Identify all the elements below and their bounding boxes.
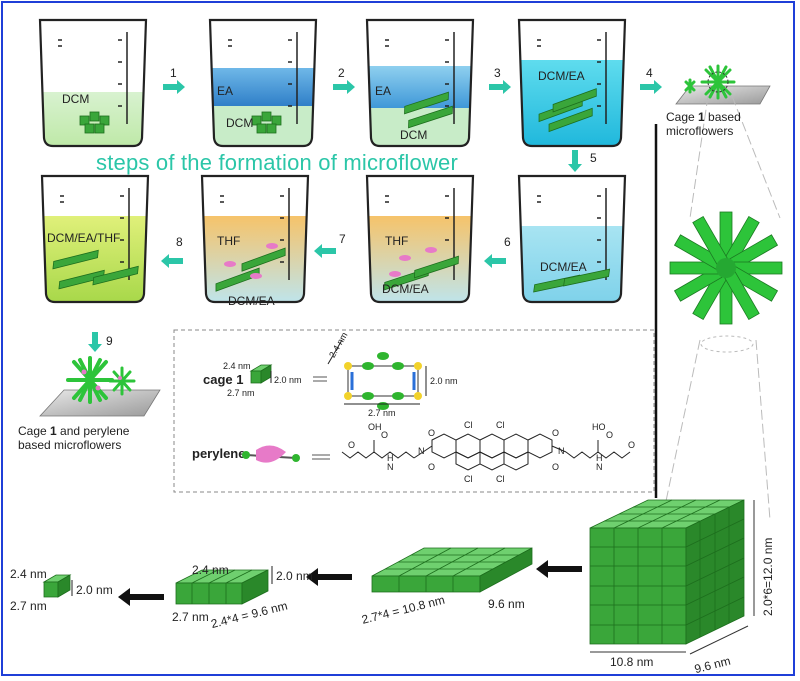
zoom-guides — [661, 95, 781, 521]
step-3: 3 — [494, 66, 501, 80]
b1-label-0: DCM — [62, 92, 89, 106]
cage-dim-27: 2.7 nm — [227, 388, 255, 398]
step-6: 6 — [504, 235, 511, 249]
step-2: 2 — [338, 66, 345, 80]
b7-label-1: DCM/EA — [228, 294, 275, 308]
step-1: 1 — [170, 66, 177, 80]
chem-n-right: N — [596, 462, 603, 472]
chem-cl-2: Cl — [496, 420, 505, 430]
cage-label: cage 1 — [203, 372, 243, 387]
assembly-row — [175, 569, 269, 605]
step-arrows — [88, 80, 662, 352]
perylene-caption-line2: based microflowers — [18, 438, 122, 452]
beaker-5 — [517, 174, 627, 304]
cage-caption-line2: microflowers — [666, 124, 734, 138]
b3-label-0: EA — [375, 84, 391, 98]
chem-o-right2: O — [628, 440, 635, 450]
chem-o-left: O — [381, 430, 388, 440]
cage-legend: cage 1 2.4 nm 2.0 nm 2.7 nm 2.4 nm 2.0 n… — [203, 331, 458, 418]
cube-width: 10.8 nm — [610, 655, 653, 669]
plate-depth: 9.6 nm — [488, 597, 525, 611]
chem-o-3: O — [552, 428, 559, 438]
single-dim-24: 2.4 nm — [10, 567, 47, 581]
chem-cl-4: Cl — [496, 474, 505, 484]
step-5: 5 — [590, 151, 597, 165]
chem-cl-1: Cl — [464, 420, 473, 430]
chem-o-right: O — [606, 430, 613, 440]
b5-label-0: DCM/EA — [540, 260, 587, 274]
row-dim-20: 2.0 nm — [276, 569, 313, 583]
b7-label-0: THF — [217, 234, 240, 248]
b3-label-1: DCM — [400, 128, 427, 142]
microflower-plate-top — [675, 64, 771, 105]
chem-h-left: H — [387, 453, 394, 463]
b6-label-1: DCM/EA — [382, 282, 429, 296]
perylene-legend: perylene OH O O H N Cl Cl Cl Cl O O — [192, 420, 635, 484]
chem-o-1: O — [428, 428, 435, 438]
microflower-plate-bottom — [39, 356, 161, 417]
cube-dim-lines — [590, 500, 755, 655]
beaker-6 — [365, 174, 475, 304]
beaker-1 — [38, 18, 148, 148]
cube-depth: 9.6 nm — [693, 654, 732, 676]
step-8: 8 — [176, 235, 183, 249]
beaker-8 — [40, 174, 150, 304]
row-dim-27: 2.7 nm — [172, 610, 209, 624]
b6-label-0: THF — [385, 234, 408, 248]
assembly-plate — [371, 547, 533, 593]
step-7: 7 — [339, 232, 346, 246]
step-9: 9 — [106, 334, 113, 348]
chem-h-right: H — [596, 453, 603, 463]
struct-dim-24: 2.4 nm — [327, 331, 349, 360]
perylene-caption-num: 1 — [50, 424, 57, 438]
beaker-7 — [200, 174, 310, 304]
row-dim-24: 2.4 nm — [192, 563, 229, 577]
plate-width: 2.7*4 = 10.8 nm — [360, 593, 446, 627]
big-flower-shadow — [700, 335, 754, 353]
struct-dim-20: 2.0 nm — [430, 376, 458, 386]
b2-label-0: EA — [217, 84, 233, 98]
chem-n-1: N — [418, 446, 425, 456]
single-dim-27: 2.7 nm — [10, 599, 47, 613]
chem-n-2: N — [558, 446, 565, 456]
assembly-cube — [589, 499, 745, 645]
struct-dim-27: 2.7 nm — [368, 408, 396, 418]
cage-caption-num: 1 — [698, 110, 705, 124]
b8-label-0: DCM/EA/THF — [47, 231, 120, 245]
cage-dim-20: 2.0 nm — [274, 375, 302, 385]
chem-o-2: O — [428, 462, 435, 472]
beaker-3 — [365, 18, 475, 148]
step-4: 4 — [646, 66, 653, 80]
big-microflower — [669, 211, 783, 325]
perylene-label: perylene — [192, 446, 245, 461]
cage-caption-prefix: Cage — [666, 110, 699, 124]
b4-label-0: DCM/EA — [538, 69, 585, 83]
single-dim-20: 2.0 nm — [76, 583, 113, 597]
cube-height: 2.0*6=12.0 nm — [761, 538, 775, 616]
beaker-4 — [517, 18, 627, 148]
chem-o-left2: O — [348, 440, 355, 450]
assembly-single-cube — [42, 574, 72, 598]
cage-dim-24: 2.4 nm — [223, 361, 251, 371]
assembly-arrows — [118, 560, 582, 606]
chem-o-4: O — [552, 462, 559, 472]
legend-box — [173, 329, 655, 493]
perylene-caption-prefix: Cage — [18, 424, 51, 438]
chem-oh-left: OH — [368, 422, 382, 432]
chem-cl-3: Cl — [464, 474, 473, 484]
perylene-caption-suffix: and perylene — [56, 424, 130, 438]
b2-label-1: DCM — [226, 116, 253, 130]
caption-perylene-microflowers: Cage 1 and perylene based microflowers — [18, 424, 129, 452]
cage-caption-suffix: based — [704, 110, 741, 124]
beaker-2 — [208, 18, 318, 148]
chem-ho-right: HO — [592, 422, 606, 432]
figure-title: steps of the formation of microflower — [96, 150, 458, 175]
caption-cage-microflowers: Cage 1 based microflowers — [666, 110, 741, 138]
chem-n-left: N — [387, 462, 394, 472]
